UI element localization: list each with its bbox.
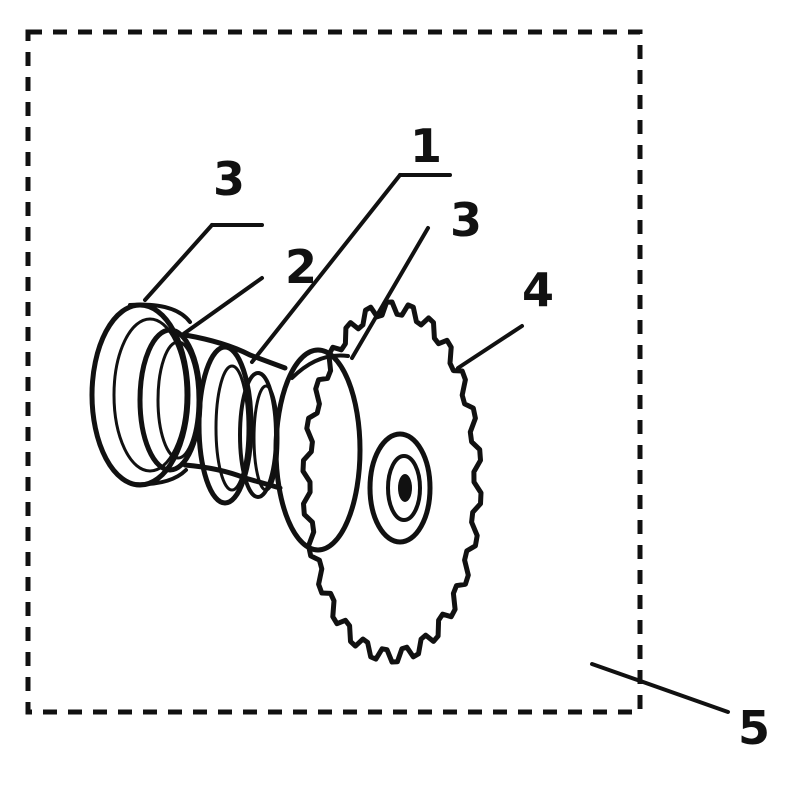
leader-3a	[143, 223, 214, 302]
rear-flange-inner	[112, 317, 188, 473]
callout-2: 2	[285, 240, 317, 294]
shaft-collar	[196, 344, 254, 506]
sprocket-hub-outer	[367, 431, 433, 545]
assembly-boundary-box	[25, 29, 643, 715]
hub-flange	[273, 347, 363, 553]
callout-5: 5	[738, 701, 770, 755]
shaft-collar-inner	[214, 364, 250, 492]
sprocket-bore	[398, 474, 412, 502]
sprocket	[300, 299, 484, 665]
callout-labels: 1 2 3 3 4 5	[213, 119, 770, 755]
callout-4: 4	[522, 263, 554, 317]
leader-2	[180, 276, 264, 337]
hub-flange-rim	[290, 353, 350, 380]
callout-3-right: 3	[450, 193, 482, 247]
sprocket-hub-inner	[386, 454, 422, 522]
leader-lines	[143, 173, 730, 714]
leader-3b	[350, 226, 430, 360]
leader-4	[456, 324, 524, 370]
callout-1: 1	[410, 119, 442, 173]
callout-3-left: 3	[213, 152, 245, 206]
sprocket-outline	[300, 299, 484, 665]
leader-1	[250, 173, 402, 364]
shaft-assembly	[89, 302, 363, 553]
leader-5	[590, 662, 730, 714]
spacer-ring	[137, 327, 203, 473]
rear-flange-edge	[128, 302, 192, 487]
